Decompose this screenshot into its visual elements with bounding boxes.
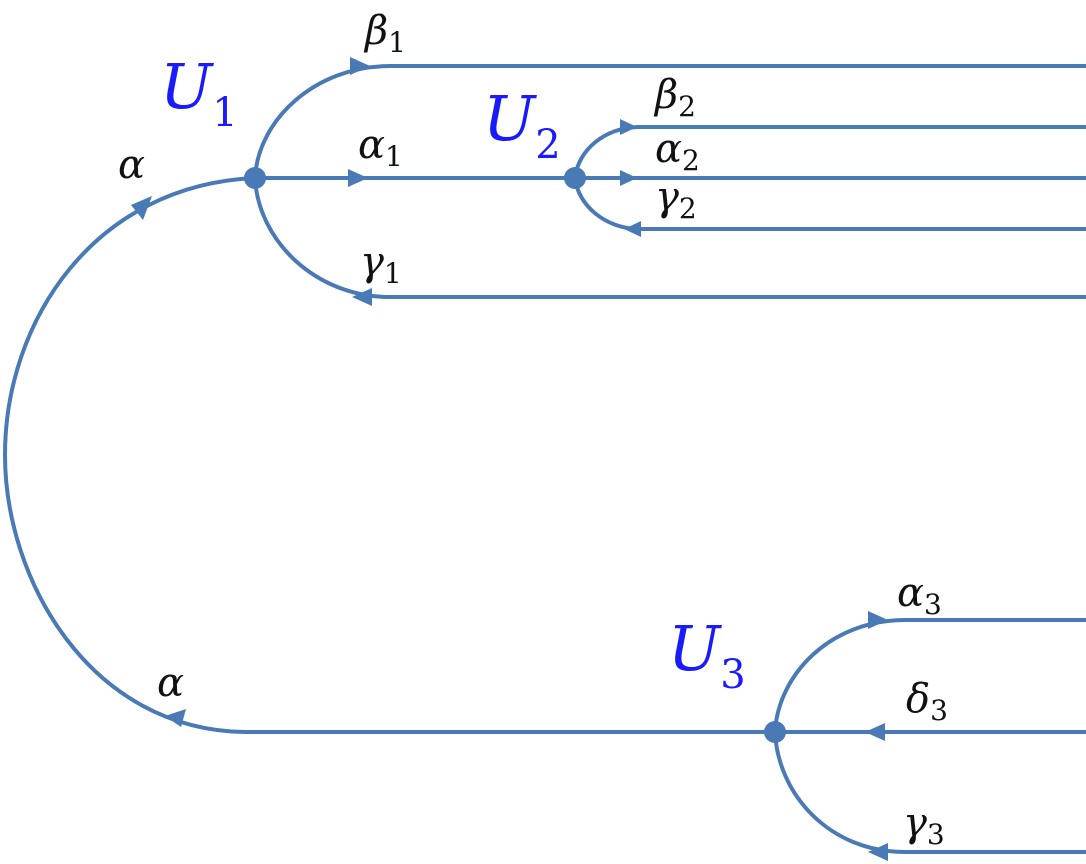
arrow-beta1 (350, 57, 370, 75)
arrow-alpha1 (348, 169, 368, 187)
edge-label-gamma2: γ2 (655, 174, 697, 225)
beta2-curve (573, 125, 1086, 180)
edge-label-gamma1: γ1 (360, 239, 402, 290)
arrow-gamma3 (868, 843, 888, 861)
node-label-u1: U1 (160, 50, 238, 136)
node-u1-dot (244, 167, 266, 189)
gamma3-curve (773, 730, 1086, 854)
arrow-alpha3 (868, 611, 888, 629)
edge-label-beta1: β1 (363, 8, 406, 59)
edge-label-alpha1: α1 (358, 122, 403, 173)
node-u2-dot (564, 167, 586, 189)
edge-labels: α α β1 α1 γ1 β2 α2 γ2 α3 δ3 γ3 (118, 8, 948, 851)
node-labels: U1 U2 U3 (160, 50, 746, 698)
arrow-beta2 (620, 119, 637, 135)
arrow-alpha-bottom (165, 709, 186, 727)
edge-label-alpha-bottom: α (157, 660, 184, 706)
edge-label-gamma3: γ3 (903, 800, 945, 851)
edge-label-alpha3: α3 (897, 570, 942, 621)
arrow-gamma1 (352, 288, 372, 306)
gamma2-curve (573, 176, 1086, 231)
node-label-u2: U2 (483, 82, 561, 168)
arrow-alpha-top (131, 196, 152, 220)
edge-label-alpha-top: α (118, 142, 145, 188)
beta1-curve (253, 64, 1086, 180)
contour-curves (2, 64, 1086, 854)
alpha3-curve (773, 618, 1086, 734)
gamma1-curve (253, 176, 1086, 299)
node-u3-dot (764, 721, 786, 743)
edge-label-alpha2: α2 (655, 126, 700, 177)
edge-label-delta3: δ3 (906, 676, 948, 727)
arrow-delta3 (865, 723, 885, 741)
node-label-u3: U3 (668, 612, 746, 698)
arrow-gamma2 (624, 221, 641, 237)
arrow-alpha2 (620, 170, 637, 186)
direction-arrows (131, 57, 888, 861)
alpha-loop-curve (2, 176, 777, 734)
edge-label-beta2: β2 (653, 72, 696, 123)
branch-points (244, 167, 786, 743)
